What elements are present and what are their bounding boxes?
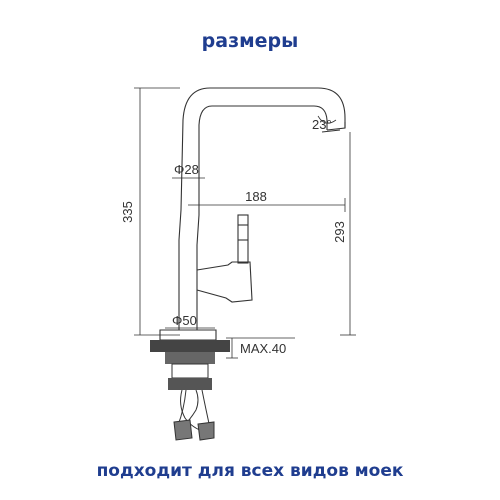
angle-label: 23° — [312, 117, 332, 132]
lever-stem — [237, 214, 249, 264]
lever-handle — [196, 261, 253, 303]
compatibility-caption: подходит для всех видов моек — [96, 461, 404, 481]
spout-tip — [326, 122, 346, 131]
height-total-label: 335 — [120, 201, 135, 223]
height-spout-label: 293 — [332, 221, 347, 243]
flexible-hoses — [173, 389, 215, 441]
base-diameter-label: Φ50 — [172, 313, 197, 328]
faucet-body-inner — [196, 105, 328, 330]
faucet-body — [178, 87, 346, 330]
body-diameter-label: Φ28 — [174, 162, 199, 177]
reach-label: 188 — [245, 189, 267, 204]
max-thickness-label: MAX.40 — [240, 341, 286, 356]
mounting-nut — [150, 340, 230, 390]
page-title: размеры — [201, 30, 299, 52]
